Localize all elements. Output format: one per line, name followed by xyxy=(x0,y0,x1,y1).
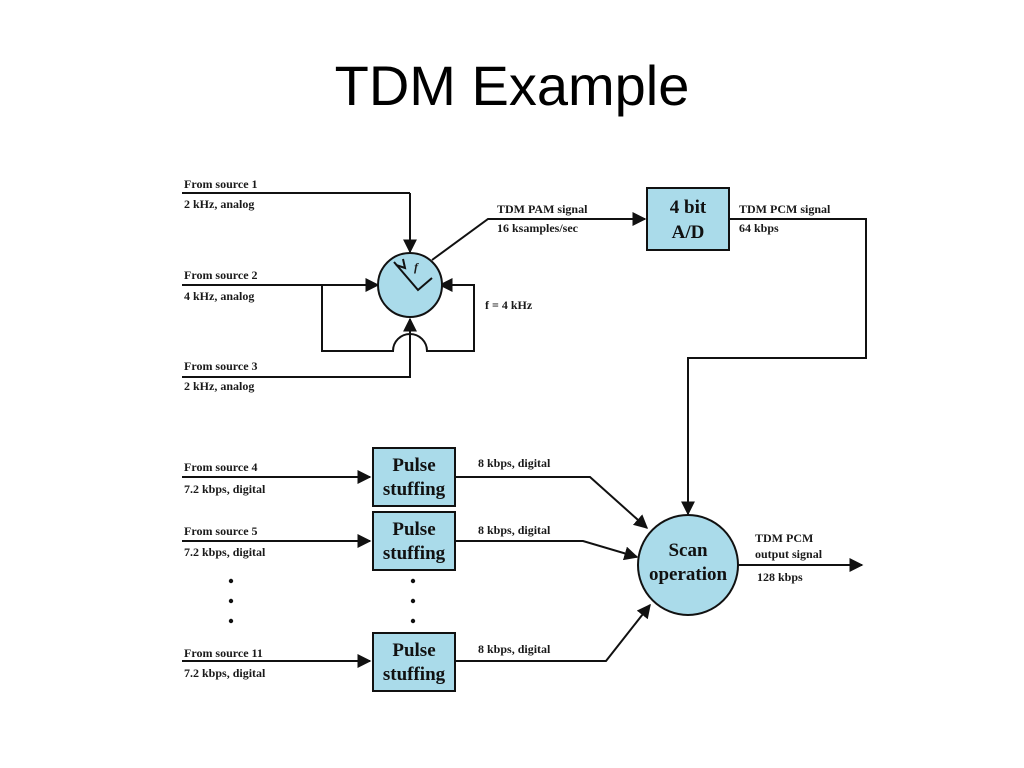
pcm-label-1: TDM PCM signal xyxy=(739,202,831,216)
stuffing-5-out-arrow xyxy=(455,540,639,561)
pulse-stuffing-11-line1: Pulse xyxy=(392,640,435,661)
source-2-spec: 4 kHz, analog xyxy=(184,289,254,303)
ad-converter-box xyxy=(646,187,730,251)
source-5-label: From source 5 xyxy=(184,524,258,538)
stuffing-ellipsis xyxy=(410,578,416,624)
ad-label-2: A/D xyxy=(672,222,705,243)
pulse-stuffing-box-5 xyxy=(372,511,456,571)
commutator-symbol: f xyxy=(414,260,419,274)
source-2-label: From source 2 xyxy=(184,268,258,282)
commutator-circle xyxy=(377,252,443,318)
source-11-spec: 7.2 kbps, digital xyxy=(184,666,266,680)
stuffing-11-out-arrow xyxy=(455,603,651,662)
output-label-1: TDM PCM xyxy=(755,531,813,545)
pcm-label-2: 64 kbps xyxy=(739,221,779,235)
slide-title: TDM Example xyxy=(334,54,690,117)
pulse-stuffing-11-line2: stuffing xyxy=(383,664,446,685)
source-5-spec: 7.2 kbps, digital xyxy=(184,545,266,559)
source-3-label: From source 3 xyxy=(184,359,258,373)
source-2-loop xyxy=(321,278,475,352)
source-11-label: From source 11 xyxy=(184,646,263,660)
stuffing-4-out-label: 8 kbps, digital xyxy=(478,456,551,470)
source-4-label: From source 4 xyxy=(184,460,258,474)
stuffing-5-out-label: 8 kbps, digital xyxy=(478,523,551,537)
output-label-3: 128 kbps xyxy=(757,570,803,584)
pulse-stuffing-box-11 xyxy=(372,632,456,692)
commutator-rate: f = 4 kHz xyxy=(485,298,533,312)
source-1-spec: 2 kHz, analog xyxy=(184,197,254,211)
source-ellipsis xyxy=(228,578,234,624)
pam-label-2: 16 ksamples/sec xyxy=(497,221,579,235)
source-4-spec: 7.2 kbps, digital xyxy=(184,482,266,496)
commutator-switch xyxy=(393,261,433,292)
pam-arrow xyxy=(431,212,647,261)
source-3-arrow xyxy=(182,317,417,378)
pulse-stuffing-5-line2: stuffing xyxy=(383,543,446,564)
ad-label-1: 4 bit xyxy=(670,197,707,218)
output-label-2: output signal xyxy=(755,547,823,561)
pulse-stuffing-4-line2: stuffing xyxy=(383,479,446,500)
pam-label-1: TDM PAM signal xyxy=(497,202,588,216)
pulse-stuffing-4-line1: Pulse xyxy=(392,455,435,476)
source-3-spec: 2 kHz, analog xyxy=(184,379,254,393)
source-1-label: From source 1 xyxy=(184,177,258,191)
commutator-arrowhead xyxy=(395,258,407,270)
pulse-stuffing-5-line1: Pulse xyxy=(392,519,435,540)
pcm-arrow xyxy=(681,218,867,516)
stuffing-11-out-label: 8 kbps, digital xyxy=(478,642,551,656)
scan-label-2: operation xyxy=(649,564,728,585)
scan-label-1: Scan xyxy=(668,540,708,561)
stuffing-4-out-arrow xyxy=(455,476,649,529)
